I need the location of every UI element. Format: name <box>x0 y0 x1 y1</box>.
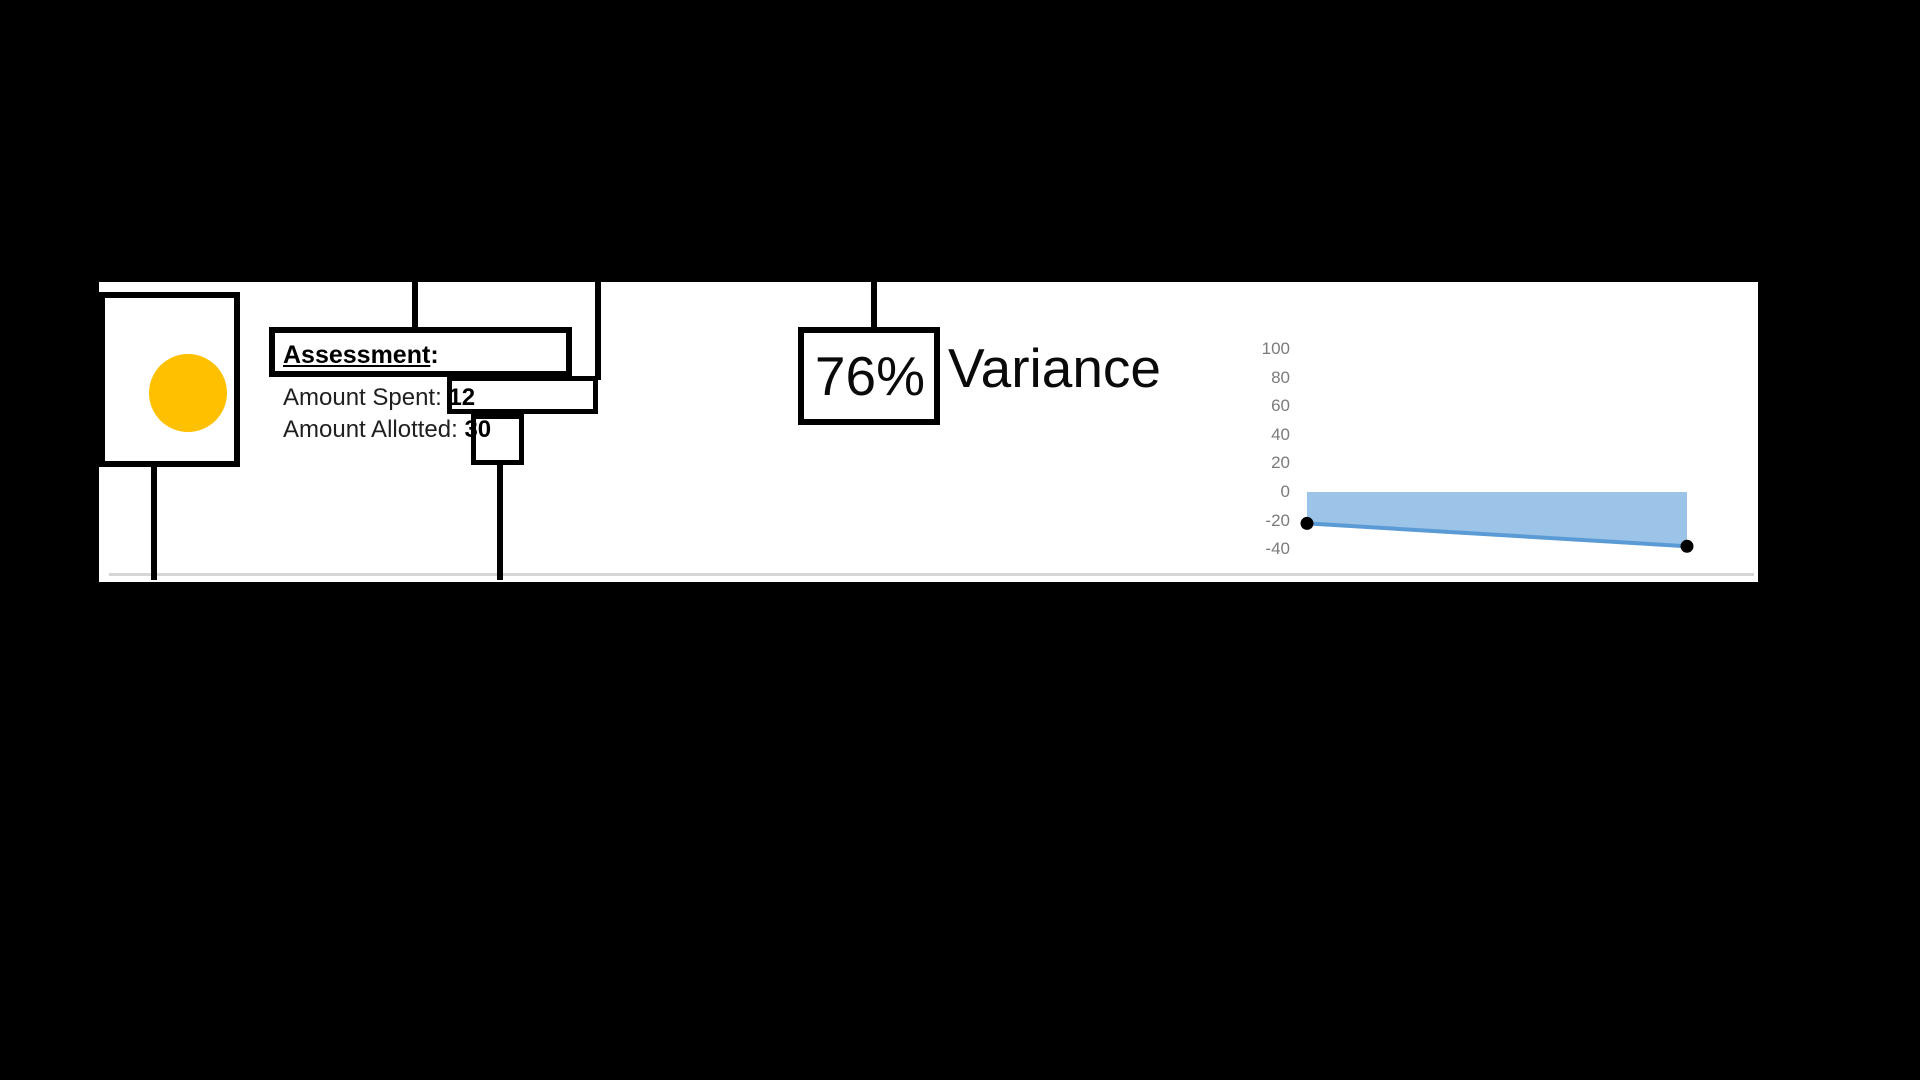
area-fill <box>1307 492 1687 547</box>
amount-spent-value-box <box>447 376 598 414</box>
assessment-heading-colon: : <box>430 341 439 369</box>
amount-allotted-value-box <box>471 414 524 465</box>
amount-allotted-value: 30 <box>464 416 492 443</box>
amount-allotted-label: Amount Allotted: <box>283 416 458 443</box>
series-line <box>1306 521 1688 549</box>
connector-line-assessment <box>412 282 418 332</box>
variance-area-chart <box>1300 492 1694 553</box>
amount-spent-row: Amount Spent: 12 <box>283 383 475 413</box>
y-axis-tick-label: 40 <box>1271 424 1290 444</box>
connector-line-amount-allotted <box>497 465 503 580</box>
y-axis-tick-label: 0 <box>1280 482 1290 501</box>
variance-percent: 76% <box>814 344 925 407</box>
y-axis-tick-label: -40 <box>1265 539 1290 559</box>
assessment-heading-box <box>269 327 572 377</box>
connector-line-status-card <box>151 467 157 580</box>
connector-line-variance <box>871 282 877 330</box>
y-axis-tick-label: -20 <box>1265 510 1290 530</box>
y-axis-tick-label: 80 <box>1271 367 1290 387</box>
amount-spent-value: 12 <box>448 384 476 411</box>
amount-spent-label: Amount Spent: <box>283 384 442 411</box>
y-axis-tick-label: 60 <box>1271 396 1290 416</box>
connector-line-amount-spent <box>595 282 601 380</box>
horizontal-divider-line <box>109 573 1754 576</box>
slide-area: Assessment: Amount Spent: 12 Amount Allo… <box>99 282 1758 582</box>
y-axis-tick-label: 100 <box>1261 339 1290 359</box>
data-point-marker <box>1300 516 1314 530</box>
status-card <box>99 292 240 467</box>
status-circle-icon <box>149 354 227 432</box>
y-axis-tick-label: 20 <box>1271 453 1290 473</box>
assessment-heading: Assessment: <box>283 339 439 371</box>
data-point-marker <box>1680 539 1694 553</box>
variance-percent-box: 76% <box>798 327 940 425</box>
variance-label: Variance <box>948 337 1161 399</box>
amount-allotted-row: Amount Allotted: 30 <box>283 415 491 445</box>
assessment-heading-text: Assessment <box>283 341 431 369</box>
